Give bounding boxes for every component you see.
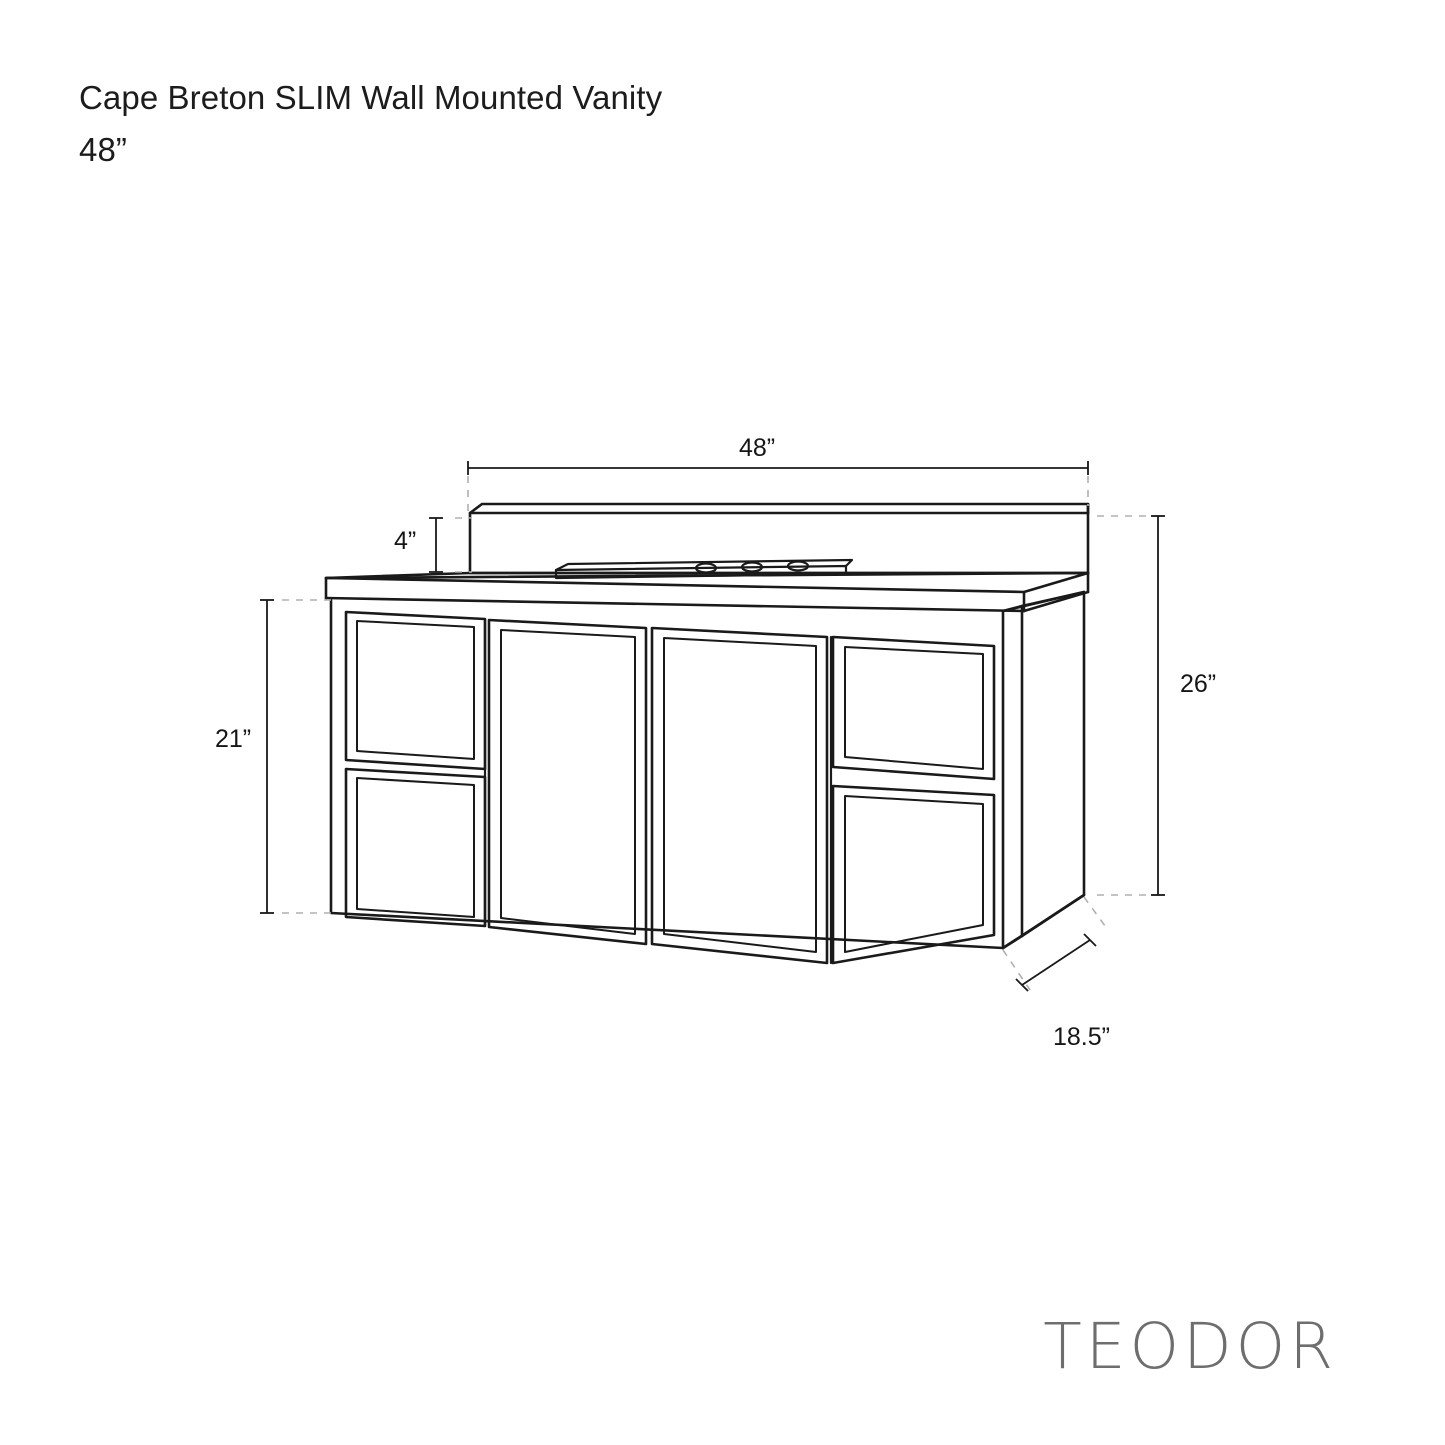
drawer-right-bottom bbox=[831, 784, 996, 965]
backsplash bbox=[468, 502, 1090, 575]
dimension-label-depth: 18.5” bbox=[1053, 1023, 1110, 1051]
drawer-left-bottom bbox=[344, 767, 487, 928]
dimension-label-width: 48” bbox=[739, 434, 776, 462]
countertop bbox=[324, 571, 1090, 613]
cabinet-body bbox=[329, 590, 1086, 950]
drawer-right-top bbox=[831, 635, 996, 781]
sink-cutout bbox=[554, 558, 854, 580]
drawer-left-top bbox=[344, 610, 487, 771]
title-block: Cape Breton SLIM Wall Mounted Vanity 48” bbox=[79, 72, 979, 176]
door-right bbox=[650, 626, 829, 965]
dimension-lines bbox=[260, 461, 1165, 992]
guide-lines bbox=[282, 462, 1160, 991]
dimension-label-overall-height: 26” bbox=[1180, 670, 1217, 698]
door-left bbox=[487, 618, 648, 946]
page-title-line-2: 48” bbox=[79, 131, 127, 168]
brand-logo: TEODOR bbox=[1043, 1310, 1337, 1383]
page-title-line-1: Cape Breton SLIM Wall Mounted Vanity bbox=[79, 79, 663, 116]
dimension-label-backsplash: 4” bbox=[394, 527, 417, 555]
dimension-label-cabinet-height: 21” bbox=[215, 725, 252, 753]
faucet-holes bbox=[694, 560, 810, 574]
